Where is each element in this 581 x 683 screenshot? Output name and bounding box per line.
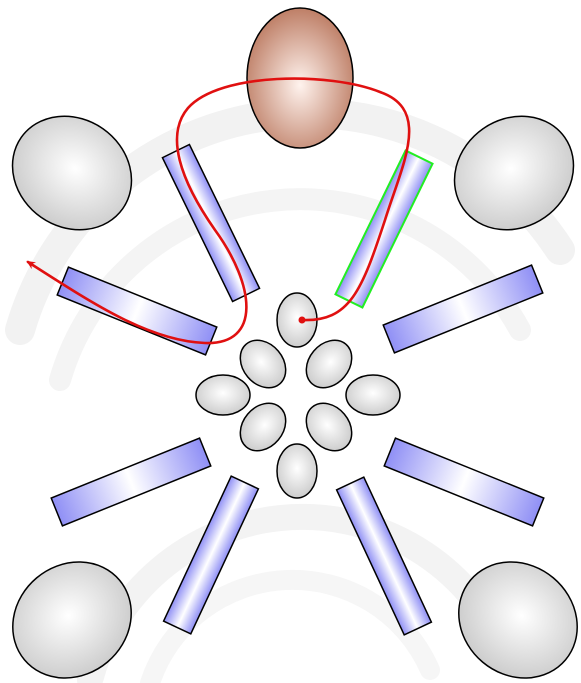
center-ellipse-upper-right — [305, 339, 353, 389]
outer-ellipse-top-right — [453, 115, 575, 231]
outer-ellipse-bottom-right — [458, 561, 578, 679]
center-ellipse-right — [345, 374, 401, 416]
bar-right-lower — [383, 437, 545, 527]
trajectory-start-dot — [298, 316, 306, 324]
outer-ellipse-top-left — [11, 115, 133, 231]
center-ellipse-lower-left — [239, 402, 287, 452]
bar-left-lower — [50, 437, 212, 527]
bars — [50, 143, 545, 636]
bar-right-upper — [382, 264, 544, 354]
center-cluster — [195, 292, 401, 499]
outer-ellipse-bottom-left — [12, 561, 132, 679]
bar-lower-right-tilted — [335, 476, 433, 636]
bar-left-upper — [56, 266, 218, 356]
center-ellipse-bottom — [276, 443, 318, 499]
center-ellipse-left — [195, 374, 251, 416]
bar-lower-left-tilted — [162, 475, 260, 635]
center-ellipse-lower-right — [305, 402, 353, 452]
center-ellipse-upper-left — [239, 339, 287, 389]
outer-ellipses — [11, 7, 578, 679]
trajectory-path — [26, 77, 411, 345]
